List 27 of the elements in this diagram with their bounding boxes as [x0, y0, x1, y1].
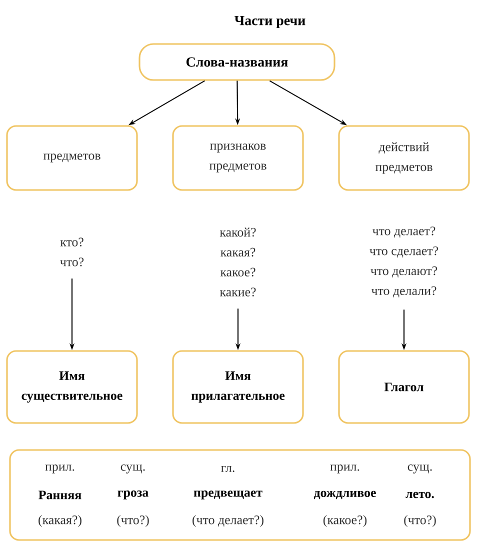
example-sentence-box	[9, 449, 471, 541]
category-box: предметов	[6, 125, 138, 191]
question-list: какой? какая? какое? какие?	[220, 228, 256, 296]
word: дождливое	[314, 490, 376, 500]
word: (какая?)	[38, 515, 82, 527]
word: Ранняя	[38, 490, 82, 500]
title: Части речи	[234, 16, 306, 28]
word: прил.	[45, 464, 74, 474]
question-list: кто? что?	[60, 238, 84, 266]
word: (что делает?)	[192, 515, 264, 527]
category-box: действий предметов	[338, 125, 470, 191]
part-of-speech-box: Глагол	[338, 350, 470, 424]
heading-box: Слова-названия	[138, 43, 336, 81]
word: сущ.	[408, 464, 432, 474]
word: лето.	[406, 492, 434, 498]
word: сущ.	[120, 464, 145, 474]
word: прил.	[330, 464, 360, 474]
part-of-speech-box: Имя прилагательное	[172, 350, 304, 424]
word: (что?)	[404, 515, 436, 527]
word: предвещает	[194, 490, 262, 500]
word: (какое?)	[323, 515, 367, 527]
word: (что?)	[117, 515, 149, 527]
word: гроза	[118, 490, 148, 500]
word: гл.	[221, 466, 234, 472]
category-box: признаков предметов	[172, 125, 304, 191]
question-list: что делает? что сделает? что делают? что делали?	[370, 226, 438, 298]
part-of-speech-box: Имя существительное	[6, 350, 138, 424]
